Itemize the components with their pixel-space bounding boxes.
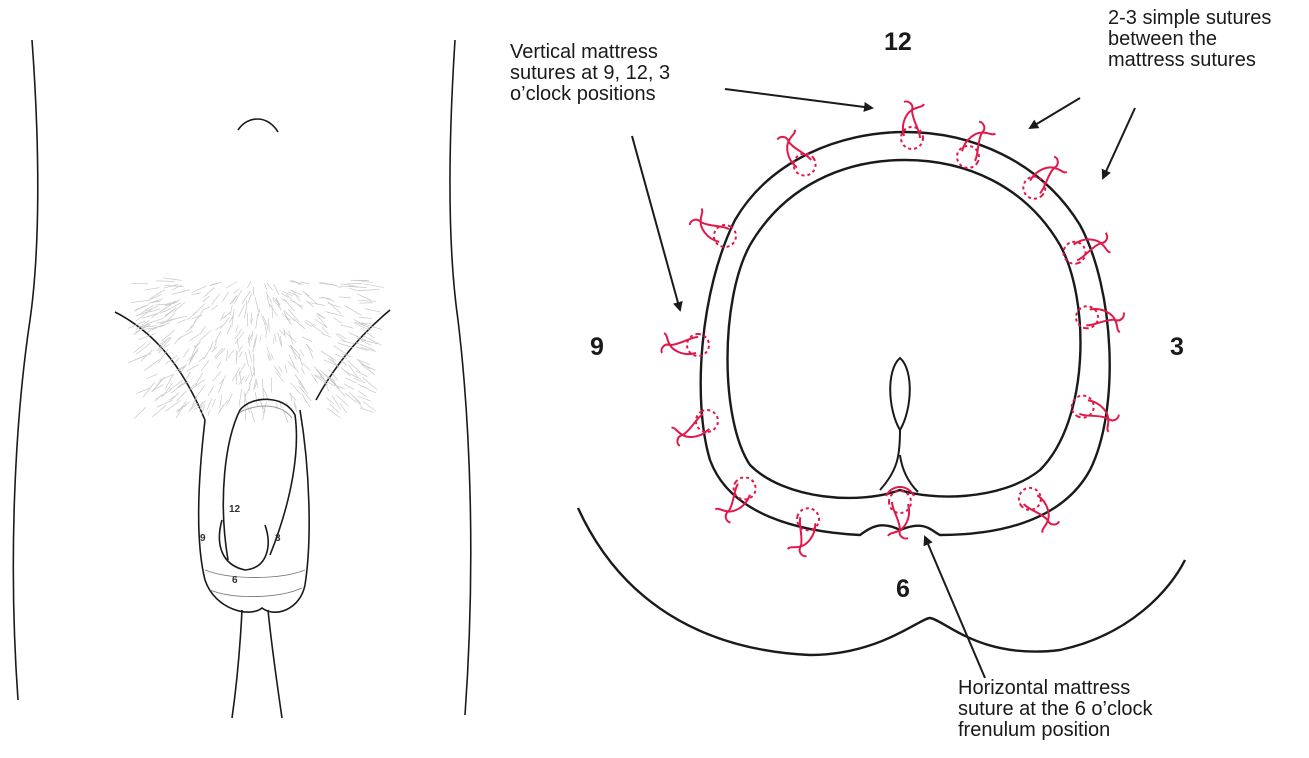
callout-horizontal-mattress: Horizontal mattress suture at the 6 o’cl… — [958, 678, 1153, 741]
callout-line: Horizontal mattress — [958, 678, 1153, 699]
arrow-simple-to-top — [1030, 98, 1080, 128]
left-clock-label-3: 3 — [275, 533, 281, 544]
simple-suture — [669, 405, 722, 449]
callout-simple-sutures: 2-3 simple sutures between the mattress … — [1108, 8, 1271, 71]
lower-shaft-curve — [578, 508, 1185, 655]
genital-illustration — [199, 399, 310, 718]
right-thigh-line — [268, 610, 282, 718]
arrow-vertical-to-9 — [632, 136, 680, 310]
callout-line: sutures at 9, 12, 3 — [510, 63, 670, 84]
callout-line: between the — [1108, 29, 1271, 50]
arrow-horizontal-to-6 — [925, 537, 985, 678]
simple-suture — [688, 207, 741, 251]
torso-left-outline — [13, 40, 37, 700]
simple-suture — [787, 506, 822, 558]
callout-vertical-mattress: Vertical mattress sutures at 9, 12, 3 o’… — [510, 42, 670, 105]
frenulum — [880, 430, 918, 492]
urethral-meatus — [890, 358, 910, 430]
simple-suture — [953, 120, 997, 173]
scrotum-outline — [199, 410, 310, 612]
scrotum-rugae — [205, 570, 305, 597]
penis-shaft — [223, 399, 296, 560]
left-clock-label-12: 12 — [229, 504, 240, 515]
callout-line: frenulum position — [958, 720, 1153, 741]
left-clock-label-9: 9 — [200, 533, 206, 544]
callout-arrows — [632, 89, 1135, 678]
callout-line: o’clock positions — [510, 84, 670, 105]
arrow-vertical-to-12 — [725, 89, 872, 108]
callout-line: Vertical mattress — [510, 42, 670, 63]
callout-line: 2-3 simple sutures — [1108, 8, 1271, 29]
clock-label-3: 3 — [1170, 333, 1184, 362]
vertical-mattress-suture — [1075, 305, 1124, 332]
horizontal-mattress-suture — [886, 487, 914, 539]
inner-ring — [728, 160, 1081, 498]
simple-suture — [775, 128, 821, 180]
clock-label-9: 9 — [590, 333, 604, 362]
sutures — [661, 101, 1124, 557]
navel — [238, 119, 278, 132]
callout-line: mattress sutures — [1108, 50, 1271, 71]
glans-outline — [219, 520, 268, 570]
glans-diagram — [578, 132, 1185, 655]
callout-line: suture at the 6 o’clock — [958, 699, 1153, 720]
clock-label-6: 6 — [896, 575, 910, 604]
left-thigh-line — [232, 610, 242, 718]
left-clock-label-6: 6 — [232, 575, 238, 586]
arrow-simple-to-right — [1103, 108, 1135, 178]
vertical-mattress-suture — [901, 101, 924, 149]
simple-suture — [1019, 154, 1069, 204]
torso-right-outline — [450, 40, 471, 715]
clock-label-12: 12 — [884, 28, 912, 57]
